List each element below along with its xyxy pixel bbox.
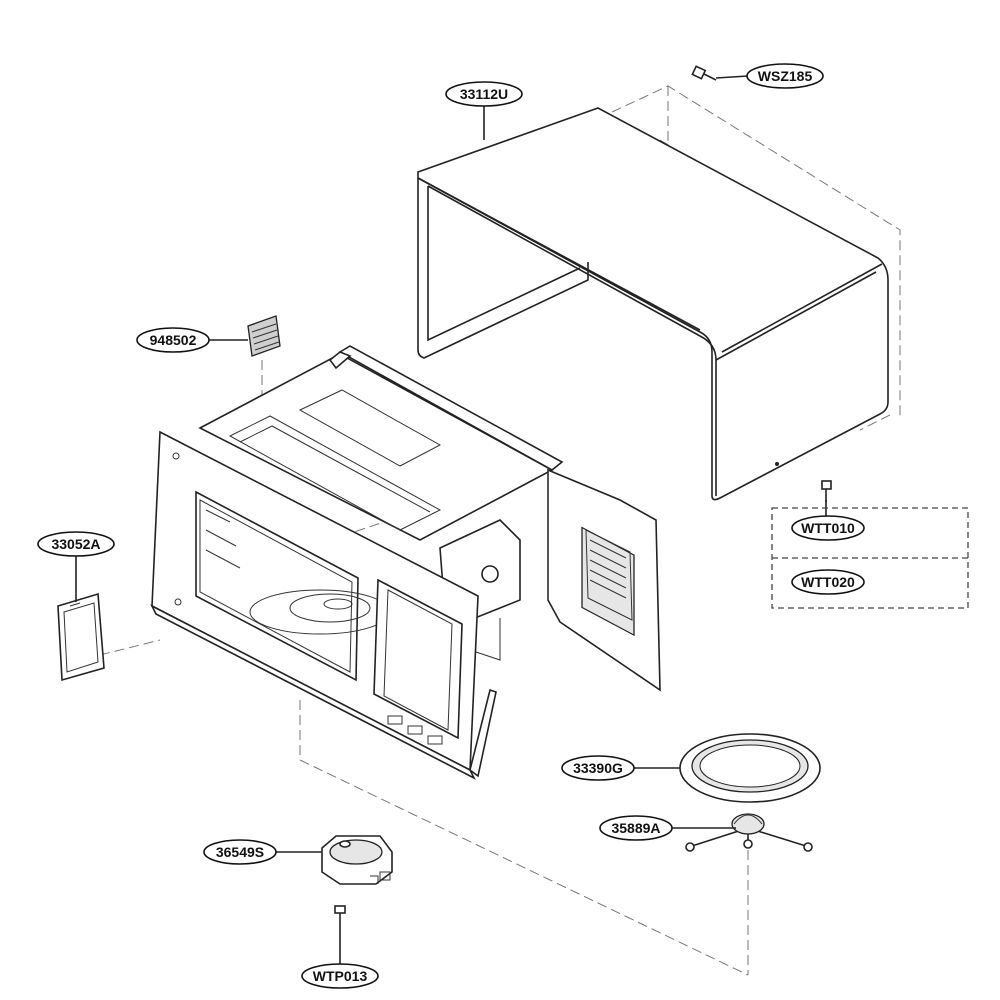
callout-948502: 948502 xyxy=(136,327,210,353)
label-36549S: 36549S xyxy=(216,844,264,860)
label-33390G: 33390G xyxy=(573,760,623,776)
callout-35889A: 35889A xyxy=(599,815,673,841)
oven-cavity-chassis xyxy=(150,345,661,780)
callout-36549S: 36549S xyxy=(203,839,277,865)
waveguide-cover xyxy=(57,592,105,682)
callout-WTP013: WTP013 xyxy=(301,963,379,989)
label-WSZ185: WSZ185 xyxy=(758,68,813,84)
callout-WTT020: WTT020 xyxy=(791,569,865,595)
turntable-motor xyxy=(321,835,393,885)
label-33052A: 33052A xyxy=(51,536,100,552)
callout-leader-lines xyxy=(75,75,827,964)
glass-tray xyxy=(679,733,821,803)
callout-WTT010: WTT010 xyxy=(791,515,865,541)
callout-33052A: 33052A xyxy=(37,531,115,557)
label-WTP013: WTP013 xyxy=(313,968,368,984)
cover-screw-icon xyxy=(691,65,717,81)
outer-cabinet-cover xyxy=(417,107,889,501)
filter-pad xyxy=(247,315,281,357)
label-35889A: 35889A xyxy=(611,820,660,836)
callout-33390G: 33390G xyxy=(561,755,635,781)
callout-33112U: 33112U xyxy=(445,81,523,107)
label-WTT020: WTT020 xyxy=(801,574,855,590)
assembly-guide-lines xyxy=(99,85,901,976)
motor-screw-icon xyxy=(334,905,346,930)
label-33112U: 33112U xyxy=(460,86,508,102)
label-948502: 948502 xyxy=(150,332,197,348)
callout-WSZ185: WSZ185 xyxy=(746,63,824,89)
cabinet-screw-icon xyxy=(821,480,832,502)
screw-option-box xyxy=(771,507,969,609)
label-WTT010: WTT010 xyxy=(801,520,855,536)
roller-ring xyxy=(685,813,813,852)
